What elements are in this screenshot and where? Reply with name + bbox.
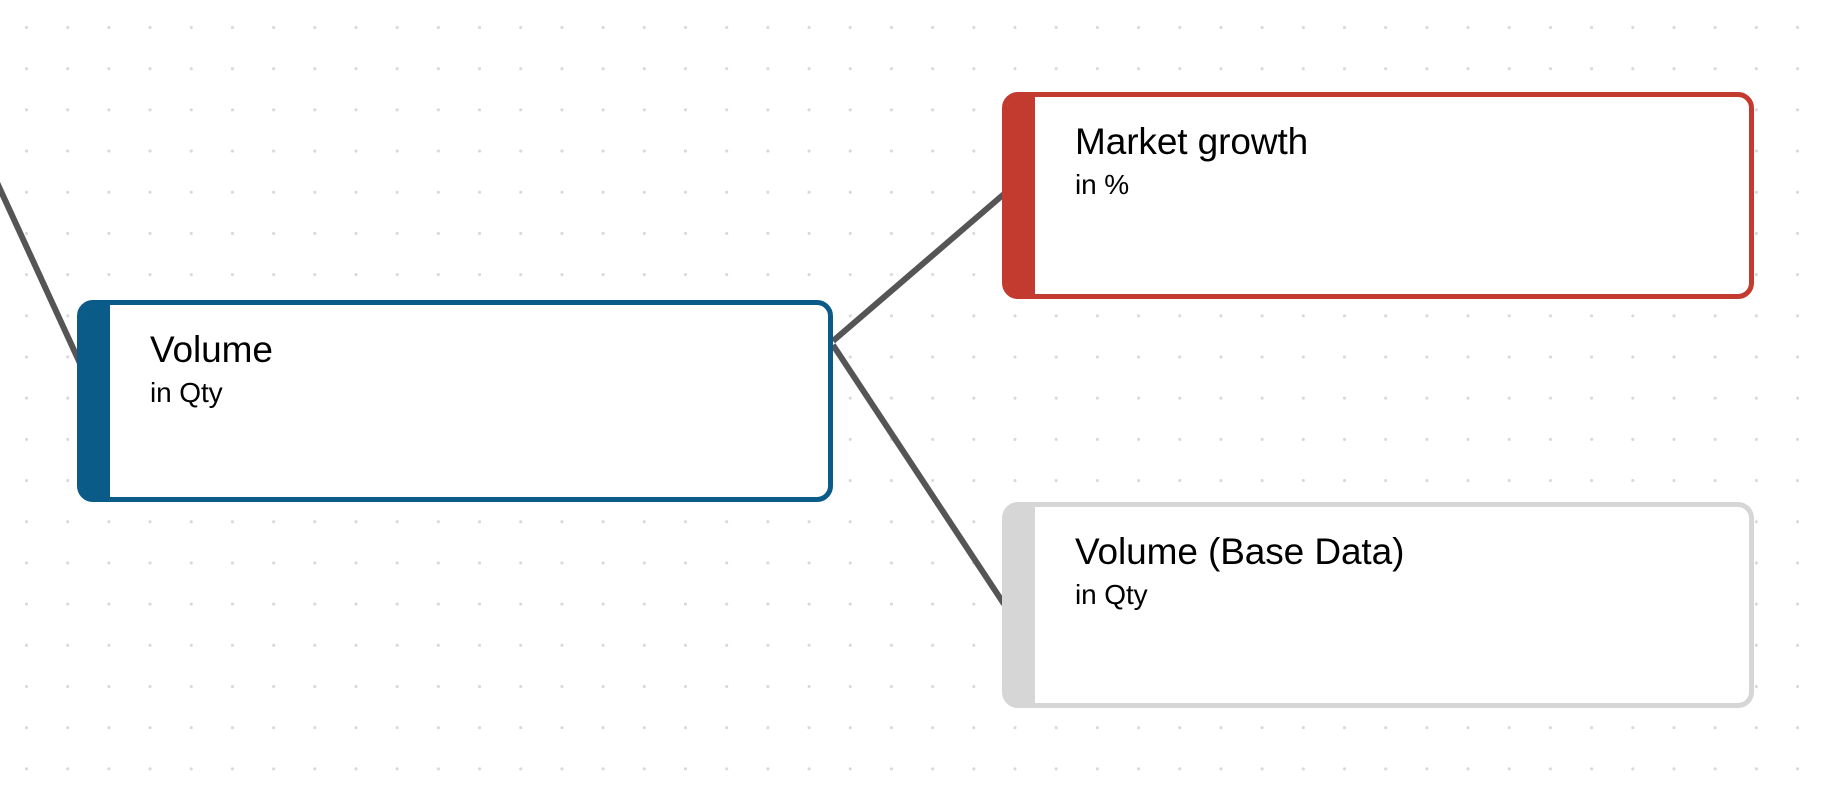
node-volume[interactable]: Volume in Qty	[77, 300, 833, 502]
node-market-growth-body: Market growth in %	[1035, 97, 1749, 294]
node-volume-base-data-subtitle: in Qty	[1075, 579, 1148, 610]
edge-volume-to-volume-base-data	[830, 343, 1007, 606]
node-volume-base-data-body: Volume (Base Data) in Qty	[1035, 507, 1749, 703]
node-volume-base-data[interactable]: Volume (Base Data) in Qty	[1002, 502, 1754, 708]
node-market-growth-title: Market growth	[1075, 121, 1309, 162]
node-volume-base-data-accent-bar	[1007, 507, 1035, 703]
node-market-growth-subtitle: in %	[1075, 169, 1130, 200]
node-volume-subtitle: in Qty	[150, 377, 223, 408]
edge-volume-to-market-growth	[831, 191, 1006, 344]
node-volume-body: Volume in Qty	[110, 305, 828, 497]
node-volume-base-data-title: Volume (Base Data)	[1075, 531, 1405, 572]
node-market-growth[interactable]: Market growth in %	[1002, 92, 1754, 299]
edge-incoming-to-volume	[0, 181, 87, 374]
node-volume-accent-bar	[82, 305, 110, 497]
node-volume-title: Volume	[150, 329, 273, 370]
node-market-growth-accent-bar	[1007, 97, 1035, 294]
